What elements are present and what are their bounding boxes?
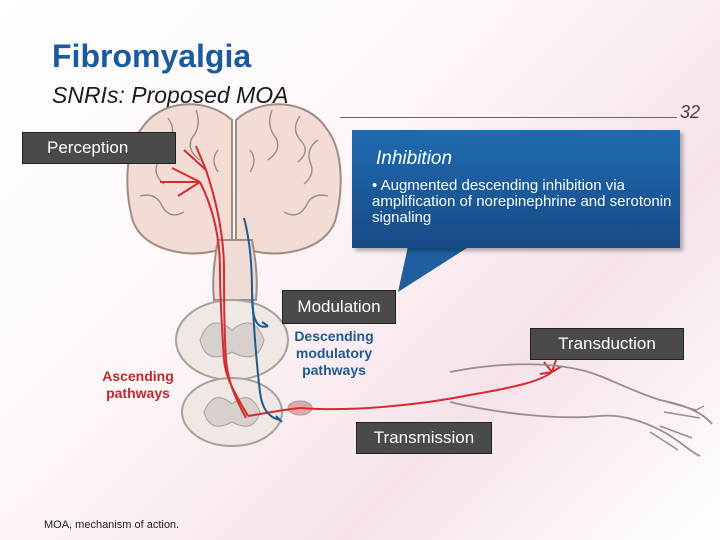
hand-fingers bbox=[650, 400, 704, 450]
perception-label: Perception bbox=[22, 132, 176, 164]
inhibition-title: Inhibition bbox=[376, 148, 452, 170]
page-number-bottom: 32 bbox=[689, 517, 703, 532]
modulation-label: Modulation bbox=[282, 290, 396, 324]
brain-right-hemisphere bbox=[236, 104, 341, 253]
inhibition-bullet: • Augmented descending inhibition via am… bbox=[372, 178, 672, 226]
descending-pathways-label: Descending modulatory pathways bbox=[278, 328, 390, 379]
ascending-pathways-label: Ascending pathways bbox=[80, 368, 196, 402]
transduction-label: Transduction bbox=[530, 328, 684, 360]
footnote: MOA, mechanism of action. bbox=[44, 519, 179, 531]
transmission-label: Transmission bbox=[356, 422, 492, 454]
callout-pointer bbox=[398, 246, 470, 292]
